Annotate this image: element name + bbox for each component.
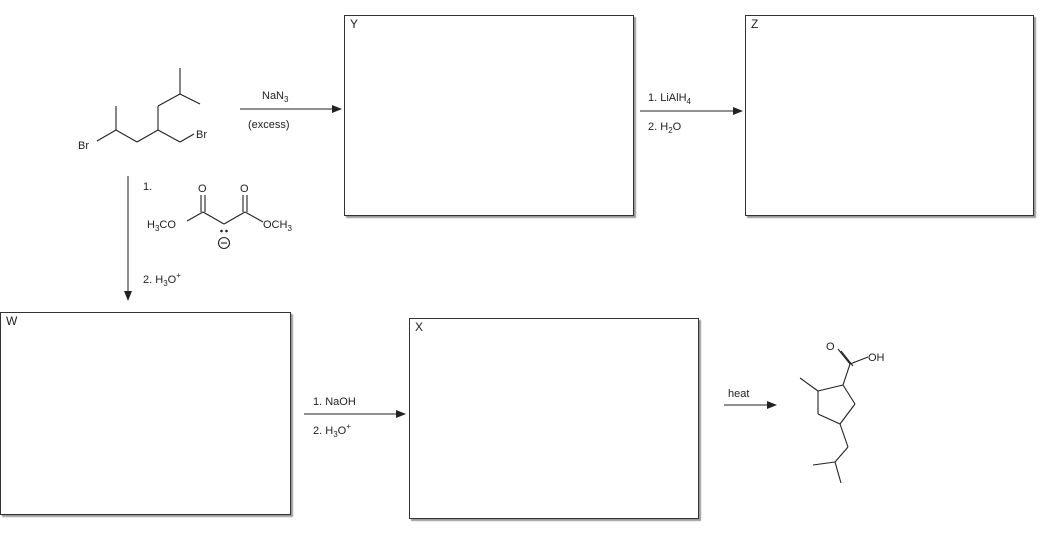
product-hydroxyl: OH [868, 352, 885, 364]
box-label-z: Z [751, 17, 759, 31]
lone-pair-dot [225, 229, 228, 233]
reagent-heat: heat [728, 388, 749, 400]
reagent-nan3: NaN3 [262, 90, 289, 104]
product-carbonyl-oxygen: O [826, 341, 835, 353]
methoxy-right: OCH3 [263, 219, 292, 233]
carbonyl-oxygen-left: O [198, 183, 207, 195]
box-label-x: X [415, 320, 424, 334]
malonate-step-1: 1. [143, 181, 152, 193]
starting-material [96, 68, 201, 143]
malonate-structure [186, 195, 264, 250]
answer-box-w[interactable]: W [0, 312, 291, 515]
reagent-lialh4: 1. LiAlH4 [648, 92, 692, 106]
bromine-label-left: Br [78, 140, 89, 152]
reagent-excess: (excess) [248, 119, 290, 131]
methoxy-left: H3CO [147, 219, 176, 233]
reagent-naoh: 1. NaOH [313, 396, 356, 408]
lone-pair-dot [220, 229, 223, 233]
malonate-step-2: 2. H3O+ [143, 271, 181, 288]
answer-box-y[interactable]: Y [344, 15, 634, 216]
answer-box-x[interactable]: X [409, 318, 699, 519]
answer-box-z[interactable]: Z [745, 15, 1034, 216]
reagent-water: 2. H2O [648, 121, 682, 135]
carbonyl-oxygen-right: O [240, 183, 249, 195]
bromine-label-right: Br [196, 129, 207, 141]
reagent-acid: 2. H3O+ [313, 422, 351, 439]
box-label-y: Y [350, 17, 359, 31]
box-label-w: W [6, 314, 18, 328]
final-product [799, 348, 869, 484]
